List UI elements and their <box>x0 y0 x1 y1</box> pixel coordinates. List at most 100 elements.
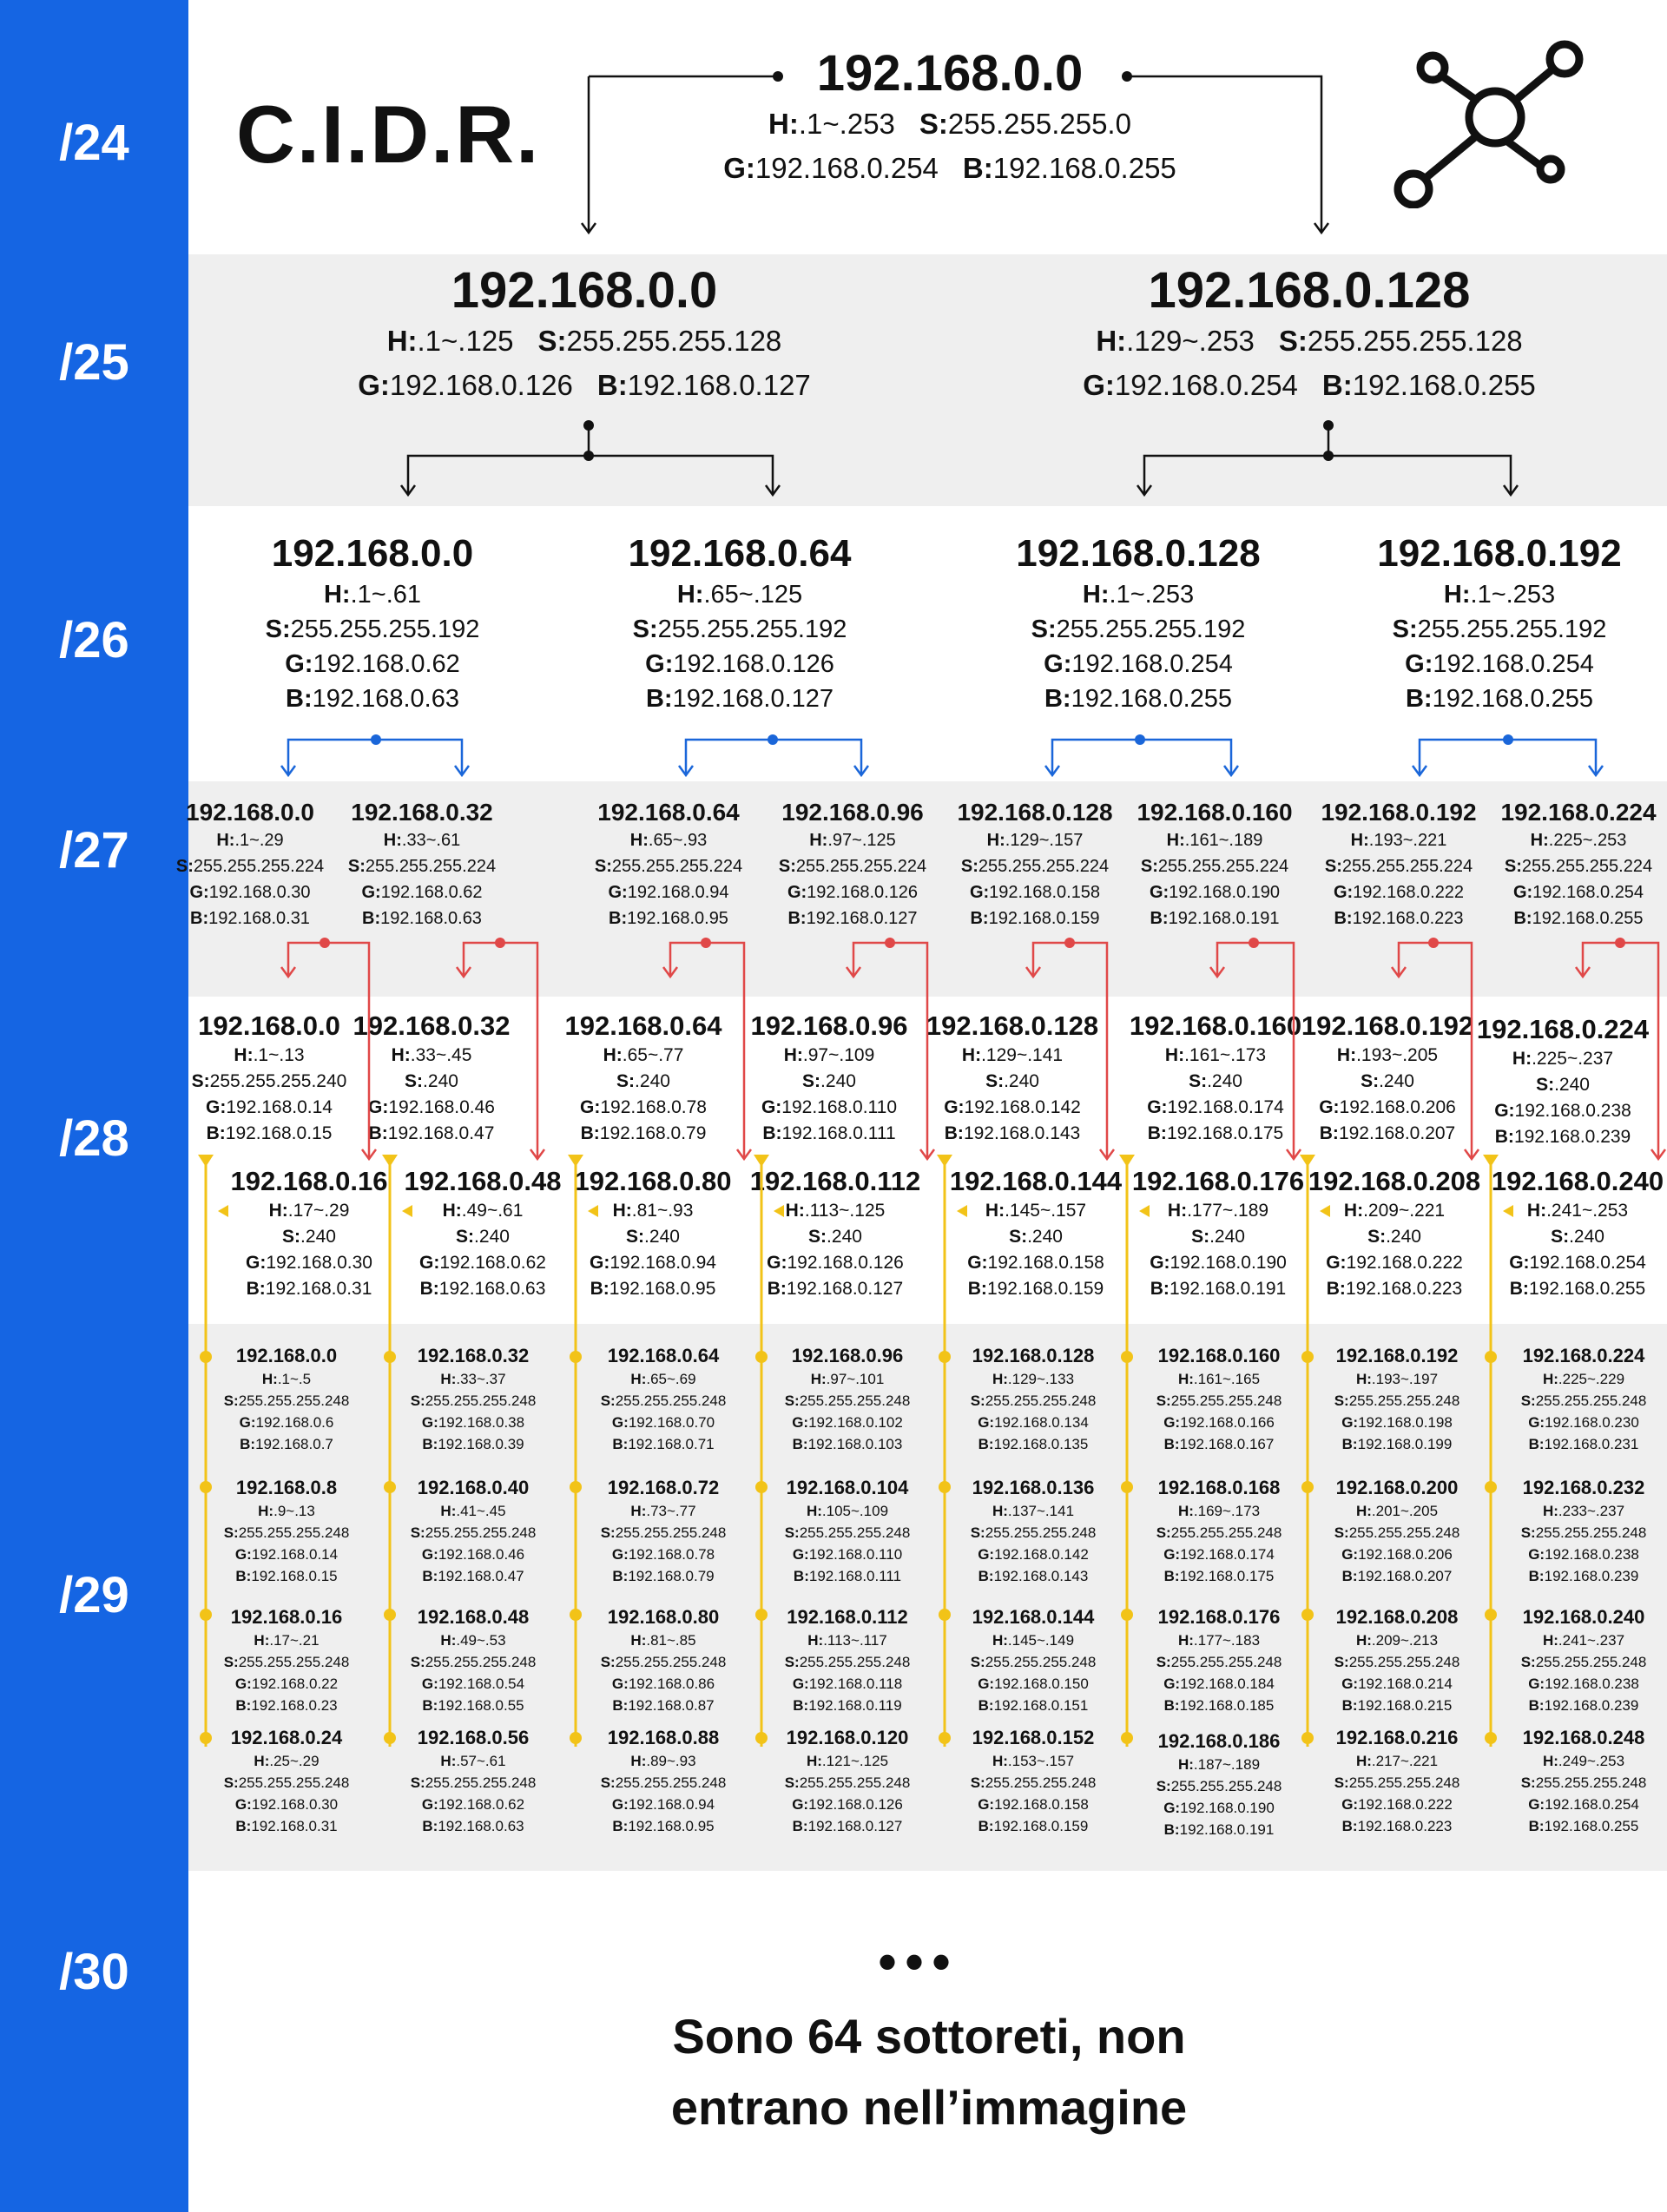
footer-line-1: Sono 64 sottoreti, non <box>672 2009 1186 2064</box>
gateway-prefix: G: <box>1150 1253 1170 1273</box>
gateway-value: 192.168.0.214 <box>1358 1675 1453 1692</box>
broadcast: B:192.168.0.255 <box>1521 1815 1647 1837</box>
host-range-prefix: H: <box>1177 1632 1194 1649</box>
host-range: H:.1~.125 <box>387 325 514 357</box>
gateway-prefix: G: <box>206 1097 227 1117</box>
connector-25b-dot <box>1323 451 1334 461</box>
gateway-prefix: G: <box>1341 1796 1359 1813</box>
gateway: G:192.168.0.238 <box>1521 1544 1647 1565</box>
subnet-mask-value: 255.255.255.248 <box>615 1524 727 1541</box>
broadcast-value: 192.168.0.191 <box>1169 1279 1287 1299</box>
host-range-value: .129~.141 <box>981 1045 1064 1065</box>
gateway-value: 192.168.0.22 <box>251 1675 339 1692</box>
broadcast-value: 192.168.0.207 <box>1357 1568 1453 1584</box>
host-range-value: .193~.205 <box>1356 1045 1439 1065</box>
host-range-value: .73~.77 <box>646 1503 696 1519</box>
broadcast-value: 192.168.0.127 <box>627 369 811 401</box>
broadcast-value: 192.168.0.127 <box>806 909 918 928</box>
gateway: G:192.168.0.174 <box>1130 1095 1301 1121</box>
network-address: 192.168.0.144 <box>949 1166 1123 1196</box>
gateway-value: 192.168.0.126 <box>787 1253 904 1273</box>
prefix-sidebar <box>0 0 188 2212</box>
subnet-mask: S:255.255.255.192 <box>1016 612 1260 647</box>
gateway-value: 192.168.0.254 <box>1532 883 1644 902</box>
gateway: G:192.168.0.126 <box>750 1250 921 1276</box>
host-range-prefix: H: <box>1336 1045 1357 1065</box>
broadcast: B:192.168.0.215 <box>1334 1695 1460 1716</box>
subnet-mask-prefix: S: <box>600 1774 616 1791</box>
broadcast: B:192.168.0.127 <box>597 369 811 401</box>
host-range: H:.1~.253 <box>768 108 895 140</box>
connector-26-3-dot <box>1503 734 1513 745</box>
host-range-value: .187~.189 <box>1193 1756 1261 1773</box>
network-address: 192.168.0.120 <box>786 1727 909 1748</box>
connector-28-1-arrow-side <box>402 1205 412 1217</box>
subnet-mask-value: .240 <box>423 1071 458 1091</box>
network-address: 192.168.0.0 <box>186 799 314 826</box>
broadcast-value: 192.168.0.63 <box>380 909 482 928</box>
gateway: G:192.168.0.222 <box>1308 1250 1480 1276</box>
host-range: H:.1~.29 <box>176 827 324 853</box>
subnet-mask-value: 255.255.255.248 <box>985 1392 1097 1409</box>
gateway-prefix: G: <box>611 1414 629 1431</box>
gateway: G:192.168.0.94 <box>601 1794 727 1815</box>
host-range: H:.113~.125 <box>750 1198 921 1224</box>
subnet-mask-prefix: S: <box>1140 857 1158 876</box>
gateway: G:192.168.0.142 <box>926 1095 1098 1121</box>
gateway-value: 192.168.0.222 <box>1358 1796 1453 1813</box>
gateway-value: 192.168.0.254 <box>1433 650 1594 678</box>
host-range-value: .17~.21 <box>269 1632 320 1649</box>
subnet-mask-value: 255.255.255.248 <box>238 1774 350 1791</box>
connector-28-5-arrow-side <box>1139 1205 1150 1217</box>
subnet-mask-prefix: S: <box>960 857 978 876</box>
subnet-mask-value: 255.255.255.248 <box>799 1654 911 1670</box>
host-range-value: .25~.29 <box>269 1753 320 1769</box>
connector-28-0-node-0 <box>200 1351 212 1363</box>
subnet-mask-value: .240 <box>635 1071 670 1091</box>
broadcast-prefix: B: <box>1326 1279 1346 1299</box>
subnet-mask-value: 255.255.255.248 <box>615 1392 727 1409</box>
host-range: H:.121~.125 <box>785 1750 911 1772</box>
subnet-mask: S:255.255.255.248 <box>785 1390 911 1412</box>
broadcast-value: 192.168.0.215 <box>1357 1697 1453 1714</box>
subnet-mask-value: 255.255.255.128 <box>1307 325 1523 357</box>
host-range: H:.129~.157 <box>957 827 1112 853</box>
prefix-label: /24 <box>59 115 129 171</box>
subnet-mask: S:255.255.255.192 <box>1377 612 1621 647</box>
connector-28-7-node-0 <box>1485 1351 1497 1363</box>
gateway-prefix: G: <box>421 1546 438 1563</box>
subnet-mask-value: 255.255.255.248 <box>615 1774 727 1791</box>
host-range-prefix: H: <box>442 1201 462 1221</box>
gateway: G:192.168.0.254 <box>1377 647 1621 681</box>
host-range: H:.209~.221 <box>1308 1198 1480 1224</box>
gateway-prefix: G: <box>723 152 755 184</box>
subnet-mask-value: .240 <box>1386 1227 1421 1247</box>
host-range: H:.169~.173 <box>1156 1500 1282 1522</box>
subnet-mask: S:255.255.255.248 <box>1521 1390 1647 1412</box>
subnet-mask-value: 255.255.255.224 <box>611 857 743 876</box>
broadcast-value: 192.168.0.79 <box>599 1123 707 1143</box>
subnet-mask-prefix: S: <box>1324 857 1342 876</box>
network-address: 192.168.0.40 <box>417 1477 530 1498</box>
host-range: H:.9~.13 <box>224 1500 350 1522</box>
subnet-mask-prefix: S: <box>223 1524 239 1541</box>
gateway: G:192.168.0.54 <box>411 1673 537 1695</box>
subnet-mask-prefix: S: <box>1334 1774 1349 1791</box>
host-range-prefix: H: <box>676 581 704 609</box>
connector-28-2-node-0 <box>570 1351 582 1363</box>
host-range: H:.57~.61 <box>411 1750 537 1772</box>
broadcast: B:192.168.0.95 <box>601 1815 727 1837</box>
network-address: 192.168.0.186 <box>1157 1730 1281 1752</box>
host-range-value: .177~.189 <box>1187 1201 1269 1221</box>
subnet-mask-prefix: S: <box>970 1392 985 1409</box>
connector-27-3-dot <box>885 938 895 948</box>
host-range-prefix: H: <box>1542 1503 1558 1519</box>
broadcast-value: 192.168.0.151 <box>993 1697 1089 1714</box>
subnet-mask-prefix: S: <box>632 616 658 643</box>
